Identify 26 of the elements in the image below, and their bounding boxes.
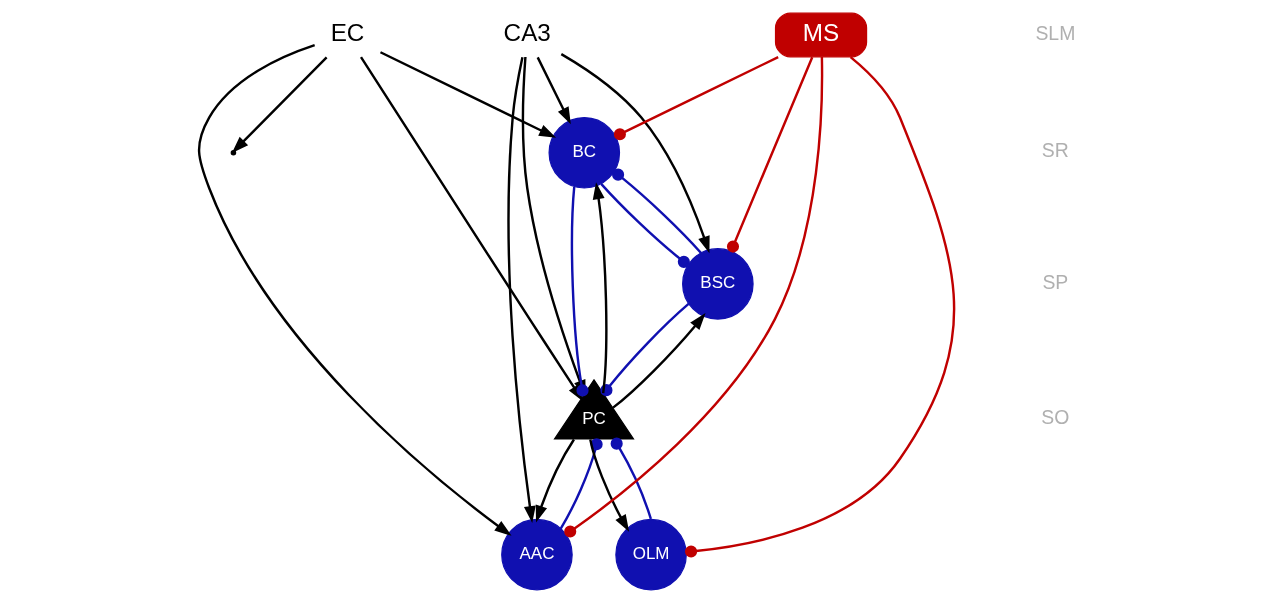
connector xyxy=(600,183,690,268)
label: SR xyxy=(1041,139,1069,162)
node-text: EC xyxy=(330,19,365,47)
connector xyxy=(564,57,824,538)
arrow xyxy=(612,313,706,409)
arrow xyxy=(507,56,536,524)
connector xyxy=(613,56,779,141)
node-circle: BSC xyxy=(682,248,754,320)
node-circle: OLM xyxy=(615,518,687,591)
label: SO xyxy=(1041,405,1070,428)
arrow xyxy=(560,53,710,254)
arrow xyxy=(535,438,575,523)
connector xyxy=(726,56,814,253)
connector xyxy=(612,168,702,254)
node-circle: AAC xyxy=(501,518,573,591)
label: SP xyxy=(1042,270,1069,293)
arrow xyxy=(197,43,512,536)
label: SLM xyxy=(1035,21,1076,44)
arrow xyxy=(379,51,557,138)
node-box: MS xyxy=(774,12,868,58)
arrow xyxy=(536,56,571,125)
arrow xyxy=(592,182,608,394)
connector xyxy=(610,437,652,520)
node-text: CA3 xyxy=(503,19,551,47)
connector xyxy=(685,56,956,558)
node-circle: BC xyxy=(548,116,621,189)
